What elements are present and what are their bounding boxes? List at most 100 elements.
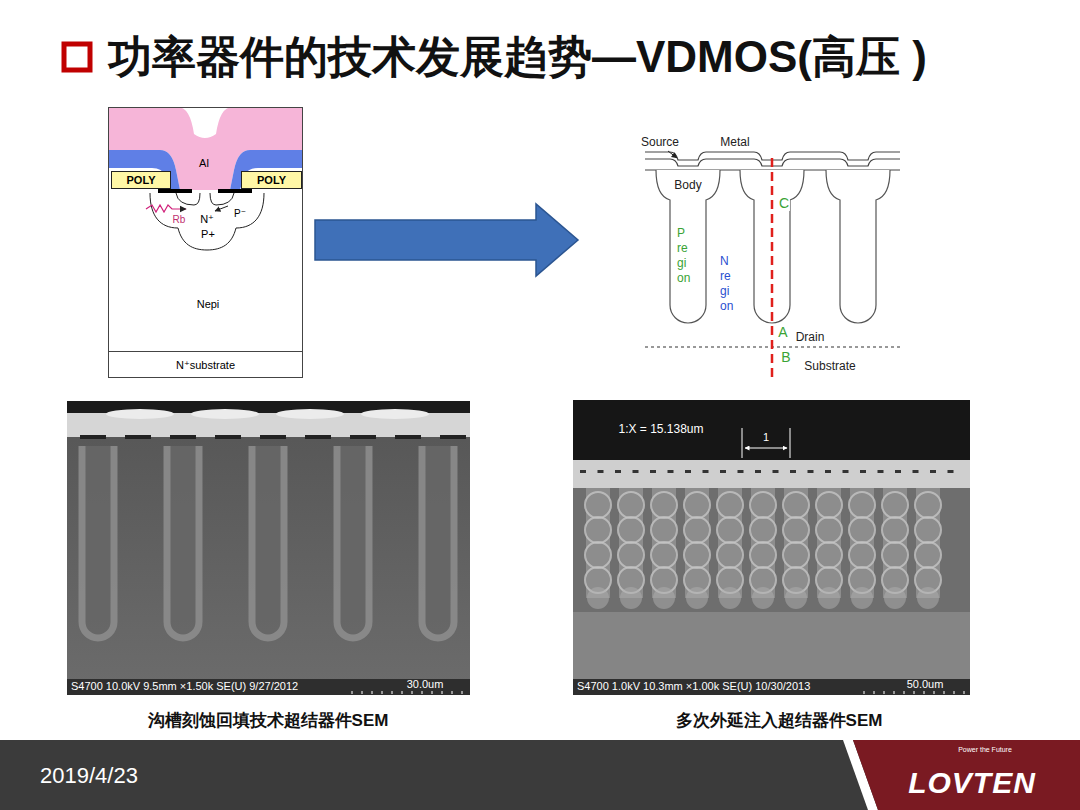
cut-line bbox=[771, 158, 774, 378]
sem-contact bbox=[773, 470, 779, 473]
text-anchor: Metal bbox=[720, 136, 749, 150]
text-anchor: 1:X = 15.138um bbox=[618, 423, 703, 437]
sem-contact bbox=[948, 470, 954, 473]
sem-contact bbox=[930, 470, 936, 473]
sem-pillar bbox=[685, 488, 709, 598]
footer-bar bbox=[0, 740, 1080, 810]
scale-tick bbox=[382, 691, 383, 694]
text-anchor: S4700 10.0kV 9.5mm ×1.50k SE(U) 9/27/201… bbox=[71, 680, 298, 693]
sem-contact bbox=[395, 435, 421, 439]
sem-implant bbox=[651, 517, 677, 543]
leader-line bbox=[668, 151, 677, 158]
text-anchor: 50.0um bbox=[907, 678, 944, 691]
substrate-layer: N⁺substrate bbox=[109, 351, 302, 377]
sem-info: S4700 10.0kV 9.5mm ×1.50k SE(U) 9/27/201… bbox=[71, 680, 298, 693]
scale-tick bbox=[904, 691, 905, 694]
layer-label: POLY bbox=[257, 174, 286, 187]
scale-tick bbox=[874, 691, 875, 694]
part-label: Source bbox=[641, 136, 679, 150]
sem-pillar bbox=[718, 488, 742, 598]
measure-line bbox=[742, 428, 743, 458]
sem-contact bbox=[685, 470, 691, 473]
gate-oxide bbox=[218, 189, 252, 193]
sem-implant bbox=[651, 542, 677, 568]
sem-contact bbox=[755, 470, 761, 473]
sem-implant bbox=[915, 492, 941, 518]
p-pillar bbox=[656, 170, 720, 323]
text-anchor: 多次外延注入超结器件SEM bbox=[676, 711, 883, 731]
sem-pillar bbox=[751, 488, 775, 598]
sem-texture bbox=[580, 470, 964, 694]
superjunction-diagram: SourceMetalBodyCP re gi onN re gi onADra… bbox=[580, 120, 910, 380]
sem-contact bbox=[580, 470, 586, 473]
text-anchor: N⁺substrate bbox=[176, 358, 235, 371]
sem-hump bbox=[276, 409, 344, 419]
scale-tick bbox=[352, 691, 353, 694]
oxide-layer bbox=[108, 150, 180, 190]
poly-gate: POLY bbox=[111, 171, 171, 189]
sem-background bbox=[573, 400, 970, 695]
text-anchor: P re gi on bbox=[677, 226, 697, 286]
sem-pillar bbox=[422, 446, 454, 638]
scale-tick bbox=[392, 691, 393, 694]
scale-tick bbox=[422, 691, 423, 694]
date: 2019/4/23 bbox=[40, 763, 138, 788]
sem-implant bbox=[917, 587, 939, 609]
sem-pillar bbox=[916, 488, 940, 598]
scale-tick bbox=[412, 691, 413, 694]
sem-implant bbox=[618, 542, 644, 568]
text-anchor: 功率器件的技术发展趋势—VDMOS(高压 ) bbox=[108, 32, 927, 83]
scale-tick bbox=[944, 691, 945, 694]
sem-contact bbox=[860, 470, 866, 473]
layer-label: POLY bbox=[127, 174, 156, 187]
region-label: P re gi on bbox=[677, 226, 697, 286]
sem-contact bbox=[895, 470, 901, 473]
resistor-label: Rb bbox=[173, 214, 186, 226]
sem-implant bbox=[882, 517, 908, 543]
scale-tick bbox=[442, 691, 443, 694]
sem-contact bbox=[615, 470, 621, 473]
text-anchor: Drain bbox=[795, 331, 826, 345]
sem-implant bbox=[849, 542, 875, 568]
sem-implant bbox=[785, 587, 807, 609]
p-pillar bbox=[826, 170, 890, 323]
sem-implant bbox=[818, 587, 840, 609]
scale-tick bbox=[924, 691, 925, 694]
scale-label: 50.0um bbox=[907, 678, 944, 691]
region-label: P+ bbox=[201, 228, 215, 241]
sem-pillar bbox=[586, 488, 610, 598]
sem-implant bbox=[882, 542, 908, 568]
sem-implant bbox=[752, 587, 774, 609]
part-label: Body bbox=[674, 179, 701, 193]
block-arrow bbox=[315, 204, 578, 276]
sem-implant bbox=[653, 587, 675, 609]
measure-label: 1 bbox=[763, 431, 769, 444]
sem-info: S4700 1.0kV 10.3mm ×1.00k SE(U) 10/30/20… bbox=[577, 680, 810, 693]
sem-contact bbox=[125, 435, 151, 439]
sem-contact bbox=[170, 435, 196, 439]
scale-tick bbox=[934, 691, 935, 694]
slide-title: 功率器件的技术发展趋势—VDMOS(高压 ) bbox=[108, 32, 927, 83]
sem-implant bbox=[719, 587, 741, 609]
sem-hump bbox=[361, 409, 429, 419]
source-region bbox=[210, 193, 234, 205]
sem-implant bbox=[684, 542, 710, 568]
sem-contact bbox=[843, 470, 849, 473]
sem-implant bbox=[717, 517, 743, 543]
sem-implant bbox=[849, 492, 875, 518]
point-label: A bbox=[777, 324, 788, 340]
device-cross-section: AlRbN⁺P⁻P+NepiPOLYPOLYN⁺substrate bbox=[108, 107, 303, 378]
sem-pillar bbox=[817, 488, 841, 598]
scale-tick bbox=[884, 691, 885, 694]
scale-label: 30.0um bbox=[407, 678, 444, 691]
caption: 多次外延注入超结器件SEM bbox=[676, 711, 883, 731]
poly-gate: POLY bbox=[241, 171, 302, 189]
sem-contact bbox=[738, 470, 744, 473]
text-anchor: Body bbox=[674, 179, 701, 193]
text-anchor: POLY bbox=[127, 174, 156, 187]
sem-contact bbox=[878, 470, 884, 473]
text-anchor: POLY bbox=[257, 174, 286, 187]
text-anchor: 沟槽刻蚀回填技术超结器件SEM bbox=[148, 711, 389, 731]
layer-label: N⁺substrate bbox=[176, 358, 235, 371]
sem-texture bbox=[80, 409, 466, 694]
